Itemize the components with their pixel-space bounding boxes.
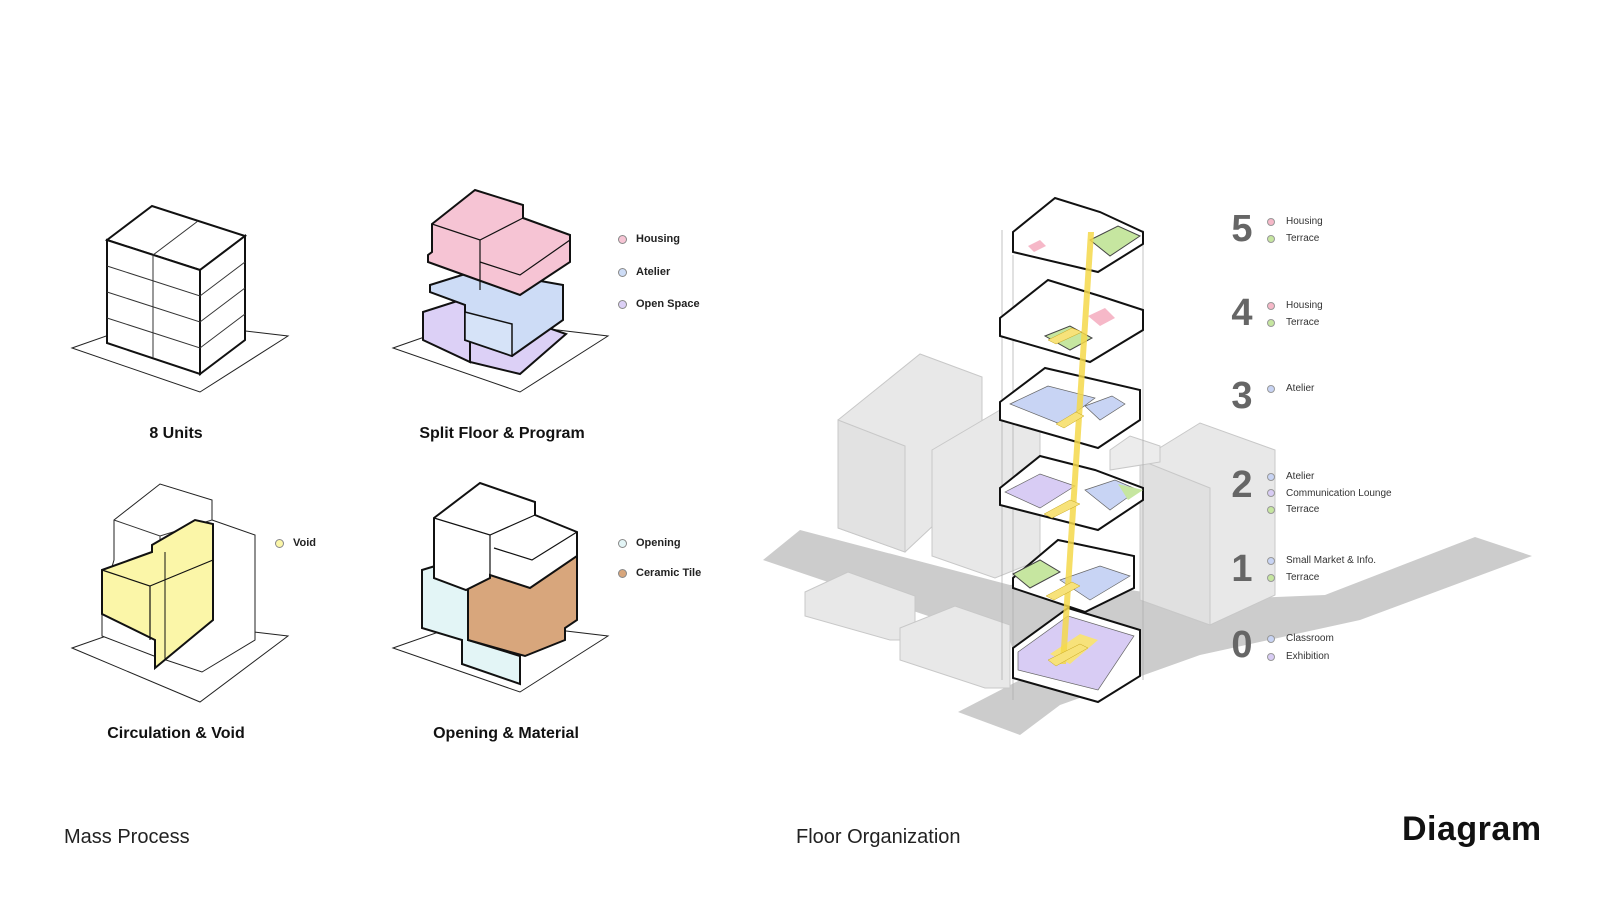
program-swatch: [1267, 318, 1275, 327]
legend-swatch: [618, 299, 627, 309]
legend-label: Void: [293, 537, 317, 549]
program-swatch: [1267, 489, 1275, 497]
program-item: Housing: [1267, 297, 1323, 314]
floor-number-4: 4: [1231, 292, 1253, 334]
legend-item: Ceramic Tile: [618, 565, 701, 581]
circulation-void-drawing: [70, 483, 290, 703]
program-label: Small Market & Info.: [1286, 555, 1377, 566]
program-item: Small Market & Info.: [1267, 552, 1376, 569]
opening-legend: Opening Ceramic Tile: [618, 535, 701, 581]
caption-split-floor: Split Floor & Program: [419, 425, 585, 442]
program-label: Terrace: [1286, 317, 1320, 328]
floor-4-plate: [999, 278, 1144, 364]
caption-opening-material: Opening & Material: [433, 725, 579, 742]
program-item: Atelier: [1267, 380, 1314, 397]
program-item: Terrace: [1267, 501, 1392, 518]
program-item: Terrace: [1267, 230, 1323, 247]
legend-item: Opening: [618, 535, 701, 551]
floor-number-5: 5: [1231, 208, 1253, 250]
program-item: Exhibition: [1267, 648, 1334, 665]
floor-0-programs: Classroom Exhibition: [1267, 629, 1334, 665]
legend-label: Open Space: [636, 298, 700, 310]
floor-1-plate: [1012, 538, 1135, 614]
program-swatch: [1267, 301, 1275, 310]
program-item: Communication Lounge: [1267, 485, 1392, 501]
floor-2-programs: Atelier Communication Lounge Terrace: [1267, 468, 1392, 518]
section-floor-organization: Floor Organization: [796, 826, 961, 848]
floor-3-plate: [999, 366, 1141, 450]
caption-8-units: 8 Units: [149, 425, 203, 442]
split-floor-drawing: [391, 188, 610, 393]
legend-swatch: [618, 538, 627, 548]
program-swatch: [1267, 556, 1275, 565]
program-item: Housing: [1267, 213, 1323, 230]
legend-item: Housing: [618, 231, 700, 247]
section-mass-process: Mass Process: [64, 826, 190, 848]
legend-item: Open Space: [618, 296, 700, 312]
program-label: Housing: [1286, 300, 1323, 311]
split-legend: Housing Atelier Open Space: [618, 231, 700, 312]
floor-number-2: 2: [1231, 464, 1253, 506]
legend-label: Atelier: [636, 266, 671, 278]
legend-swatch: [275, 538, 284, 548]
program-label: Atelier: [1286, 383, 1315, 394]
program-label: Housing: [1286, 216, 1323, 227]
legend-swatch: [618, 267, 627, 277]
floor-4-programs: Housing Terrace: [1267, 297, 1323, 331]
legend-swatch: [618, 568, 627, 578]
program-label: Terrace: [1286, 572, 1320, 583]
program-label: Terrace: [1286, 504, 1320, 515]
caption-circulation-void: Circulation & Void: [107, 725, 245, 742]
floor-3-programs: Atelier: [1267, 380, 1314, 397]
mass-8-units-drawing: [70, 204, 290, 393]
site-context: [763, 353, 1532, 735]
program-swatch: [1267, 472, 1275, 481]
program-swatch: [1267, 234, 1275, 243]
opening-material-drawing: [391, 481, 610, 693]
program-label: Atelier: [1286, 471, 1315, 482]
floor-5-plate: [1012, 196, 1144, 274]
legend-label: Ceramic Tile: [636, 567, 702, 579]
legend-label: Opening: [636, 537, 681, 549]
floor-number-1: 1: [1231, 548, 1253, 590]
program-swatch: [1267, 573, 1275, 582]
program-item: Atelier: [1267, 468, 1392, 485]
legend-label: Housing: [636, 233, 680, 245]
program-item: Classroom: [1267, 629, 1334, 648]
program-label: Communication Lounge: [1286, 487, 1392, 499]
program-swatch: [1267, 652, 1275, 661]
floor-number-0: 0: [1231, 624, 1253, 666]
circulation-legend: Void: [275, 535, 316, 551]
program-item: Terrace: [1267, 569, 1376, 586]
program-label: Exhibition: [1286, 651, 1330, 662]
program-swatch: [1267, 217, 1275, 226]
program-swatch: [1267, 634, 1275, 643]
program-label: Terrace: [1286, 233, 1320, 244]
program-label: Classroom: [1286, 633, 1334, 644]
floor-1-programs: Small Market & Info. Terrace: [1267, 552, 1376, 586]
floor-number-3: 3: [1231, 375, 1253, 417]
program-swatch: [1267, 505, 1275, 514]
program-item: Terrace: [1267, 314, 1323, 331]
legend-swatch: [618, 234, 627, 244]
floor-5-programs: Housing Terrace: [1267, 213, 1323, 247]
legend-item: Atelier: [618, 264, 700, 280]
program-swatch: [1267, 384, 1275, 393]
exploded-floors: [999, 196, 1144, 704]
page-title: Diagram: [1402, 810, 1542, 848]
legend-item: Void: [275, 535, 316, 551]
